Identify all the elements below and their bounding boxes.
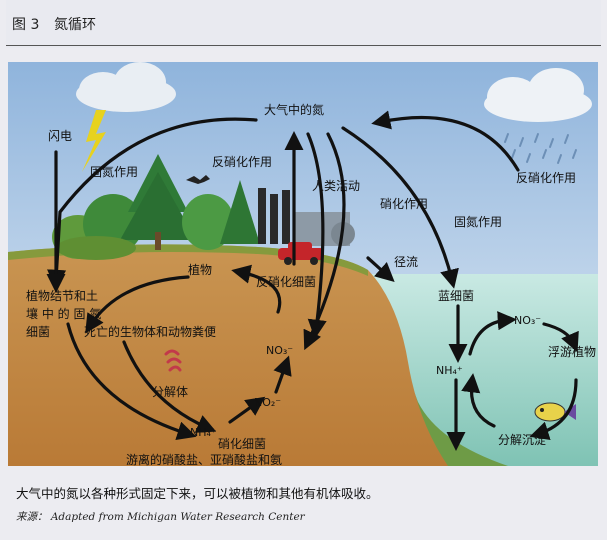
rain-cloud xyxy=(484,68,592,122)
runoff-label: 径流 xyxy=(394,255,418,269)
decomposer-label: 分解体 xyxy=(152,385,188,399)
nh4-water-label: NH₄⁺ xyxy=(436,364,463,377)
figure-header xyxy=(6,0,601,48)
phytoplankton-label: 浮游植物 xyxy=(548,344,596,359)
rain-drops xyxy=(504,133,577,164)
figure-caption: 大气中的氮以各种形式固定下来，可以被植物和其他有机体吸收。 xyxy=(16,486,379,501)
header-divider xyxy=(6,45,601,46)
denitrification-right-label: 反硝化作用 xyxy=(516,171,576,185)
lightning-label: 闪电 xyxy=(48,129,72,143)
nitrogen-cycle-diagram: 大气中的氮 闪电 固氮作用 反硝化作用 人类活动 硝化作用 固氮作用 反硝化作用… xyxy=(8,62,598,466)
bird-icon xyxy=(186,175,210,184)
atmosphere-nitrogen-label: 大气中的氮 xyxy=(264,102,324,117)
nitrification-top-label: 硝化作用 xyxy=(380,197,428,211)
soil-ground xyxy=(8,244,448,466)
storm-cloud xyxy=(76,62,176,112)
fixation-right-label: 固氮作用 xyxy=(454,214,502,229)
no3-water-label: NO₃⁻ xyxy=(514,314,541,327)
denitrification-center-label: 反硝化作用 xyxy=(212,155,272,169)
no2-soil-label: NO₂⁻ xyxy=(254,396,281,409)
denitrifying-bacteria-label: 反硝化细菌 xyxy=(256,275,316,289)
figure-label: 图 3 xyxy=(12,17,40,33)
human-activity-label: 人类活动 xyxy=(312,179,360,193)
root-nodule-label-line2: 壤 中 的 固 氮 xyxy=(26,306,101,321)
fixation-left-label: 固氮作用 xyxy=(90,164,138,179)
no3-soil-label: NO₃⁻ xyxy=(266,344,293,357)
forest xyxy=(52,154,260,260)
free-salts-label: 游离的硝酸盐、亚硝酸盐和氨 xyxy=(126,452,282,466)
cyanobacteria-label: 蓝细菌 xyxy=(438,289,474,303)
dead-matter-label: 死亡的生物体和动物粪便 xyxy=(84,324,216,339)
figure-source: 来源： Adapted from Michigan Water Research… xyxy=(16,511,305,523)
nh4-soil-label: NH₄⁺ xyxy=(190,426,217,439)
root-nodule-label-line3: 细菌 xyxy=(26,325,50,339)
figure-title: 氮循环 xyxy=(54,17,96,33)
root-nodule-label-line1: 植物结节和土 xyxy=(26,288,98,303)
lightning-bolt-icon xyxy=(82,110,106,172)
decomposition-sedimentation-label: 分解沉淀 xyxy=(498,433,546,447)
decomposer-worm-icon xyxy=(164,349,182,372)
nitrifying-bacteria-label: 硝化细菌 xyxy=(218,437,266,451)
plants-label: 植物 xyxy=(188,262,212,277)
cycle-arrows xyxy=(46,110,579,451)
